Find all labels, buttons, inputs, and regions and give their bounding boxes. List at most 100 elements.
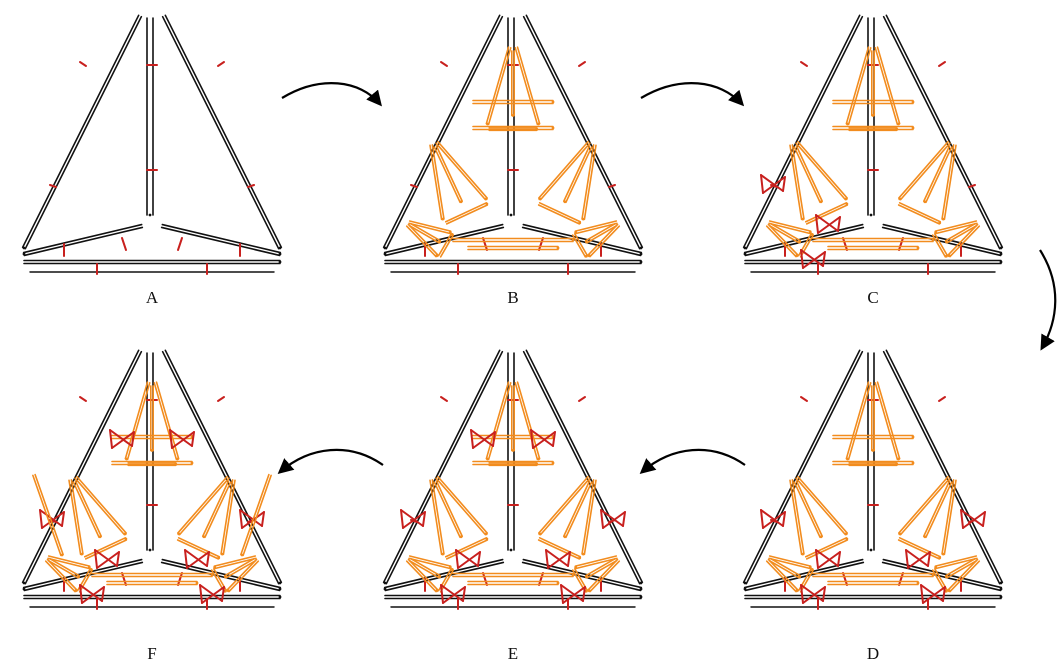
panel-f-sub-top-c-node bbox=[150, 449, 154, 452]
panel-d-sub-right-a-node bbox=[898, 532, 902, 536]
panel-c-sub-br-b-node bbox=[947, 254, 951, 258]
panel-f-brace-5-b bbox=[201, 586, 225, 604]
panel-c-sub-bl-c bbox=[769, 222, 802, 242]
panel-d-sub-right-b bbox=[941, 479, 955, 555]
panel-d-brace-4-b bbox=[907, 551, 931, 569]
panel-a-base-left-node bbox=[22, 252, 26, 256]
panel-b-edge-right-node bbox=[639, 246, 643, 250]
panel-d-sub-br-d-node bbox=[944, 589, 948, 593]
panel-b-sub-left-d bbox=[444, 201, 488, 223]
panel-c-sub-right-d bbox=[897, 204, 941, 225]
panel-c-sub-left-a bbox=[789, 144, 803, 221]
panel-e-mid-bar2-node bbox=[556, 581, 560, 585]
panel-f-sub-top-b-node bbox=[176, 457, 179, 461]
panel-b-mid-bar-node bbox=[571, 238, 575, 242]
panel-b-sub-left-a bbox=[431, 144, 445, 220]
panel-d-sub-right-a bbox=[898, 475, 949, 534]
panel-b-sub-bl-a bbox=[407, 223, 439, 256]
panel-f-conn-4 bbox=[217, 396, 225, 402]
panel-e-brace-2-c bbox=[440, 584, 444, 604]
panel-b-sub-left-c bbox=[433, 146, 461, 204]
panel-d-sub-right-c bbox=[922, 480, 951, 538]
panel-a-edge-right bbox=[161, 15, 280, 250]
panel-f-base-right-node bbox=[278, 587, 282, 591]
panel-b-sub-bl-b bbox=[408, 222, 451, 235]
panel-e-sub-bl-b-node bbox=[448, 565, 452, 569]
panel-c-sub-right-a bbox=[899, 142, 951, 201]
panel-b-sub-bl-a-node bbox=[435, 254, 439, 258]
arrow-a-to-b bbox=[281, 82, 382, 107]
panel-b bbox=[382, 14, 644, 275]
panel-c-sub-top-a bbox=[847, 47, 872, 126]
panel-b-edge-center-node bbox=[509, 213, 513, 217]
panel-f-brace-2-d bbox=[101, 586, 105, 602]
panel-d-base-right bbox=[882, 558, 1003, 589]
panel-b-sub-top-a bbox=[485, 46, 510, 125]
panel-f-sub-bl-a bbox=[46, 558, 78, 591]
panel-d-sub-right-c-node bbox=[923, 535, 927, 539]
panel-d-brace-4-d bbox=[927, 551, 931, 567]
panel-d-brace-5-c bbox=[920, 584, 924, 604]
panel-c-top-bar2-node bbox=[911, 126, 915, 130]
panel-a-base-left bbox=[23, 226, 144, 257]
panel-f-extra-right bbox=[242, 474, 272, 557]
panel-c-brace-1-c bbox=[815, 214, 819, 234]
panel-b-sub-br-c bbox=[584, 222, 617, 242]
panel-d-sub-left-a bbox=[789, 479, 803, 556]
panel-b-sub-left-a bbox=[429, 144, 443, 221]
panel-b-sub-left-c-node bbox=[459, 200, 463, 204]
panel-d-sub-bl-c-node bbox=[798, 575, 802, 579]
panel-f-mid-bar2-node bbox=[195, 581, 199, 585]
panel-c-sub-br-b bbox=[949, 225, 981, 258]
panel-f-sub-left-c bbox=[72, 481, 100, 539]
panel-e-base-front-node bbox=[639, 595, 643, 599]
panel-e-brace-5-a bbox=[560, 584, 584, 602]
panel-b-sub-left-b bbox=[435, 142, 487, 201]
panel-b-sub-right-b bbox=[581, 144, 595, 220]
panel-label-a: A bbox=[146, 288, 159, 307]
panel-b-conn-3 bbox=[440, 61, 448, 67]
panel-c-sub-left-b bbox=[795, 142, 847, 201]
panel-f-brace-3-c bbox=[239, 509, 243, 529]
panel-f-sub-left-d bbox=[83, 536, 127, 558]
panel-a-base-front-node bbox=[278, 260, 282, 264]
panel-f-base-left bbox=[23, 561, 144, 592]
panel-b-sub-br-d bbox=[574, 233, 589, 257]
panel-c-mid-bar2-node bbox=[916, 246, 920, 250]
panel-c-sub-bl-b bbox=[768, 222, 811, 235]
panel-e-brace-1-d bbox=[477, 551, 481, 567]
panel-b-sub-top-a bbox=[487, 47, 512, 126]
panel-c-sub-right-b bbox=[941, 144, 955, 220]
panel-d-sub-top-a bbox=[847, 382, 872, 461]
panel-e-sub-bl-d bbox=[439, 569, 455, 593]
panel-e-brace-4-a bbox=[545, 549, 569, 567]
panel-e-brace-3-a bbox=[600, 509, 624, 527]
panel-c-brace-1-a bbox=[815, 214, 839, 232]
panel-f-edge-right bbox=[161, 350, 280, 585]
panel-e-base-left bbox=[383, 558, 504, 589]
panel-f-sub-bl-b-node bbox=[87, 565, 91, 569]
panel-e-brace-6-a bbox=[470, 429, 494, 447]
panel-c-sub-right-d-node bbox=[938, 221, 942, 225]
panel-d-sub-br-b bbox=[947, 558, 979, 591]
panel-d-sub-right-d bbox=[897, 539, 941, 560]
panel-d-base-right-node bbox=[999, 587, 1003, 591]
panel-d-sub-right-d-node bbox=[938, 556, 942, 560]
panel-f-sub-br-b-node bbox=[226, 589, 230, 593]
panel-b-sub-left-c bbox=[435, 145, 464, 203]
panel-d-sub-bl-a-node bbox=[795, 589, 799, 593]
panel-f-base-left bbox=[22, 558, 143, 589]
panel-b-sub-top-b bbox=[516, 46, 541, 125]
panel-d-sub-left-c-node bbox=[819, 535, 823, 539]
panel-f-base-left-node bbox=[22, 587, 26, 591]
panel-c-base-front-node bbox=[999, 260, 1003, 264]
panel-f-conn-3 bbox=[79, 396, 87, 402]
panel-b-base-left bbox=[384, 226, 505, 257]
panel-c-sub-right-c bbox=[922, 145, 951, 203]
panel-f-base-right bbox=[160, 561, 281, 592]
panel-d-conn-12 bbox=[898, 572, 904, 586]
panel-f-brace-7-b bbox=[171, 431, 195, 449]
panel-d bbox=[742, 349, 1004, 610]
panel-f-sub-right-c-node bbox=[202, 535, 206, 539]
panel-f-sub-top-a bbox=[124, 381, 149, 460]
